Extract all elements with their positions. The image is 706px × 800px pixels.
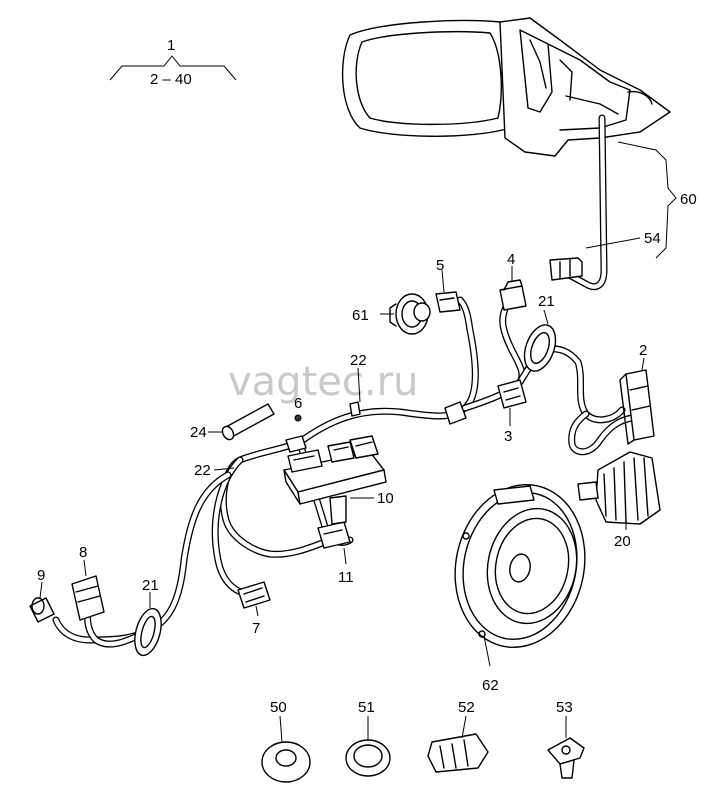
label-11: 11 <box>338 569 354 586</box>
label-2-40: 2 – 40 <box>150 71 192 88</box>
label-22-lower: 22 <box>194 462 211 479</box>
label-22-upper: 22 <box>350 352 367 369</box>
label-8: 8 <box>79 544 87 561</box>
label-1: 1 <box>167 37 175 54</box>
label-20: 20 <box>614 533 631 550</box>
label-53: 53 <box>556 699 573 716</box>
leader-2 <box>641 357 645 371</box>
leader-11 <box>343 547 347 565</box>
connector-4[interactable] <box>499 279 527 311</box>
label-10: 10 <box>377 490 394 507</box>
leader-50 <box>279 715 283 743</box>
connector-9[interactable] <box>29 597 55 623</box>
part-51[interactable] <box>345 739 391 777</box>
leader-9 <box>39 581 43 599</box>
bulb-holder-61[interactable] <box>389 293 431 335</box>
connector-2[interactable] <box>619 369 655 445</box>
exterior-mirror[interactable] <box>341 17 671 157</box>
label-50: 50 <box>270 699 287 716</box>
leader-54 <box>585 237 641 249</box>
label-52: 52 <box>458 699 475 716</box>
leader-5 <box>441 269 445 293</box>
leader-52 <box>461 715 467 739</box>
part-53[interactable] <box>547 737 585 779</box>
label-61: 61 <box>352 307 369 324</box>
label-60: 60 <box>680 191 697 208</box>
label-4: 4 <box>507 251 515 268</box>
label-7: 7 <box>252 620 260 637</box>
label-21-upper: 21 <box>538 293 555 310</box>
watermark: vagtec.ru <box>228 359 418 405</box>
connector-3[interactable] <box>497 379 527 409</box>
mirror-cable[interactable] <box>549 114 608 291</box>
label-54: 54 <box>644 230 661 247</box>
part-6[interactable] <box>294 414 302 422</box>
bellows-20[interactable] <box>577 451 661 525</box>
leader-22b <box>213 467 235 471</box>
connector-8[interactable] <box>71 575 105 621</box>
label-3: 3 <box>504 428 512 445</box>
grommet-21-upper[interactable] <box>519 321 562 376</box>
part-52[interactable] <box>427 733 489 773</box>
bracket-60: 60 <box>617 141 697 259</box>
leader-8 <box>83 559 87 577</box>
connector-5[interactable] <box>435 291 461 313</box>
leader-7 <box>255 605 259 617</box>
label-21-lower: 21 <box>142 577 159 594</box>
group-bracket: 1 2 – 40 <box>109 37 237 88</box>
label-6: 6 <box>294 395 302 412</box>
loudspeaker-62[interactable] <box>440 472 599 659</box>
label-24: 24 <box>190 424 207 441</box>
sleeve-24[interactable] <box>220 403 275 442</box>
switch-unit-10[interactable] <box>283 435 387 505</box>
leader-62 <box>483 635 491 667</box>
label-5: 5 <box>436 257 444 274</box>
grommet-21-lower[interactable] <box>130 606 166 659</box>
connector-11[interactable] <box>317 495 351 549</box>
leader-22a <box>357 367 361 403</box>
leader-21a <box>543 309 549 325</box>
label-51: 51 <box>358 699 375 716</box>
part-50[interactable] <box>261 741 311 783</box>
label-62: 62 <box>482 677 499 694</box>
label-9: 9 <box>37 567 45 584</box>
connector-7[interactable] <box>237 581 271 609</box>
label-2: 2 <box>639 342 647 359</box>
